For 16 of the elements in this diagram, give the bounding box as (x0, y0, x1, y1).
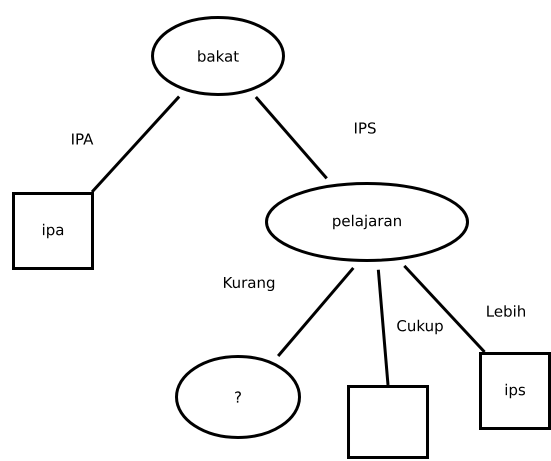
ellipse-node: ? (175, 355, 301, 439)
ellipse-node: bakat (151, 16, 285, 96)
ellipse-node: pelajaran (265, 182, 469, 262)
edge-label: Kurang (224, 276, 274, 292)
square-node (347, 385, 429, 459)
connector-line (403, 264, 486, 354)
edge-label: IPA (72, 134, 94, 144)
connector-line (254, 96, 328, 180)
edge-label: Cukup (397, 320, 443, 334)
edge-label: IPS (354, 122, 376, 134)
square-node: ipa (12, 192, 94, 270)
connector-line (90, 96, 180, 193)
connector-line (376, 270, 390, 386)
square-node: ips (479, 352, 551, 430)
edge-label: Lebih (487, 305, 525, 317)
connector-line (277, 266, 354, 357)
